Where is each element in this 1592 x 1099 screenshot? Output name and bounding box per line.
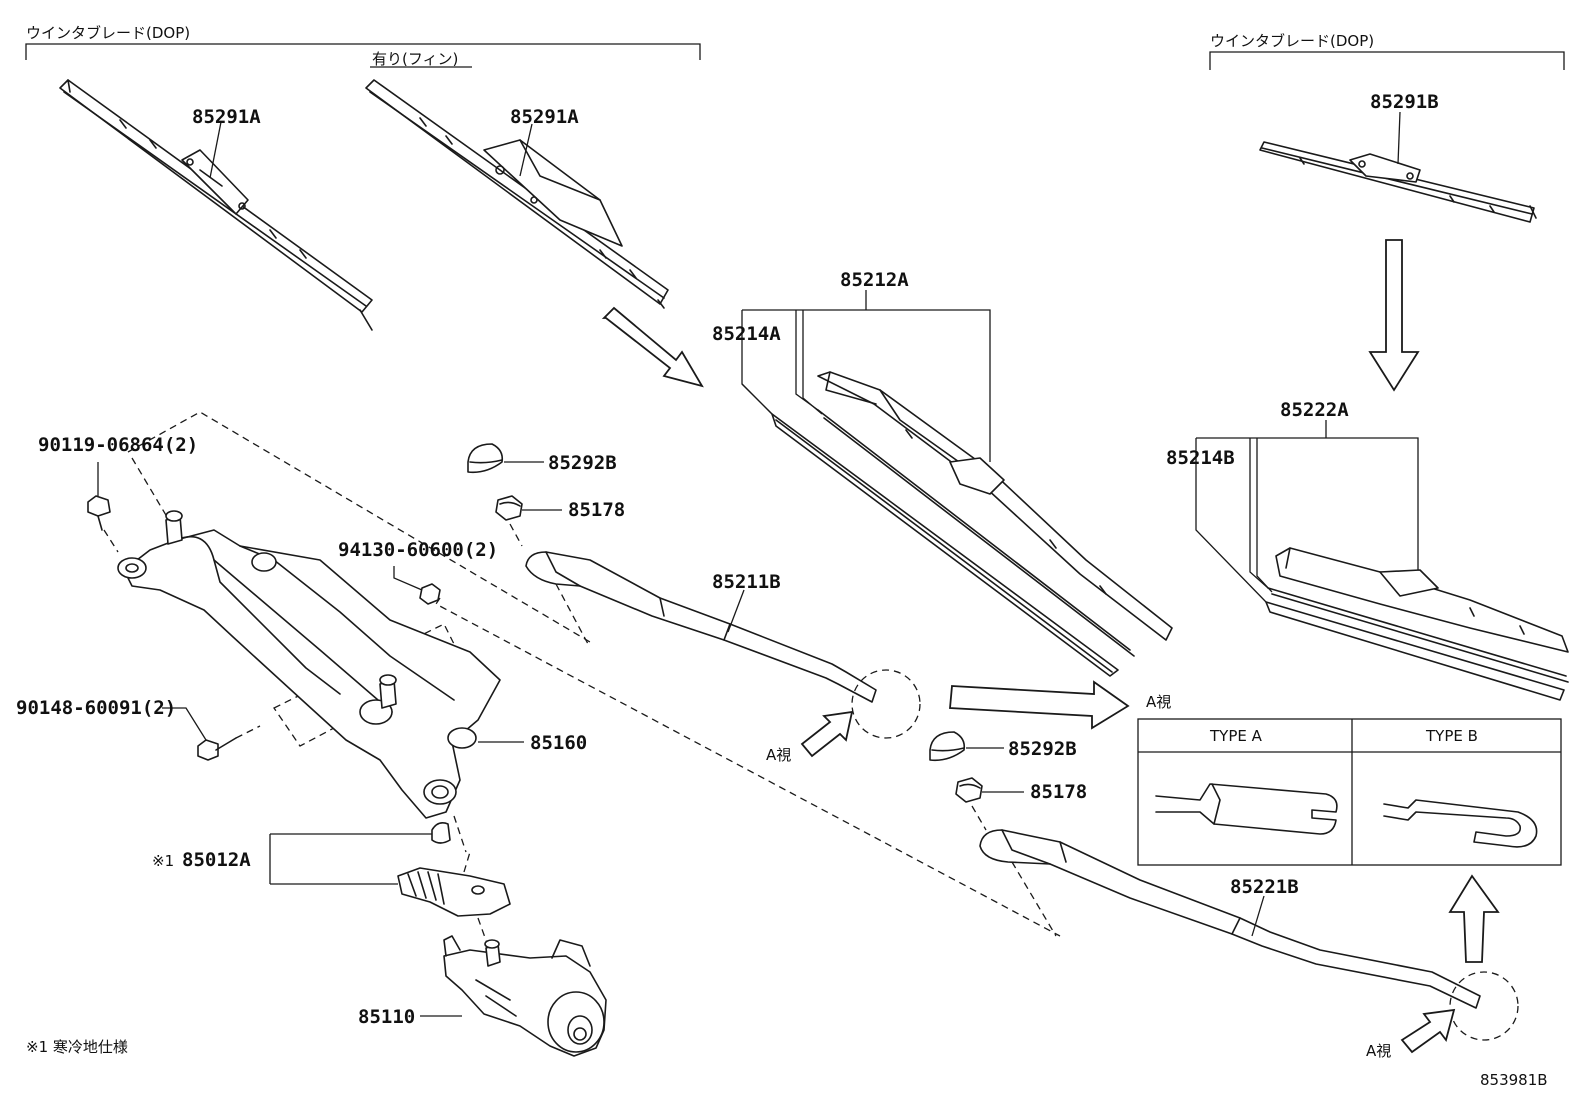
leader-85291A-fin <box>519 123 533 177</box>
rear-blade-85291B <box>1259 141 1537 223</box>
leader-90148 <box>162 707 207 741</box>
leader-85211B <box>727 589 745 633</box>
front-blade-assy-85212A <box>741 290 1173 677</box>
direction-arrow-up <box>1448 874 1500 963</box>
leader-85214A <box>741 383 773 415</box>
fin-variant-label: 有り(フィン) <box>372 50 458 68</box>
bolt-90119-06864 <box>87 495 111 531</box>
rear-blade-assy-85222A <box>1195 420 1569 701</box>
part-label-85291A-fin: 85291A <box>510 106 579 128</box>
leader-85012A <box>269 833 432 885</box>
wiper-motor-85110 <box>443 935 607 1057</box>
leader-85221B <box>1251 895 1265 937</box>
view-a-circle-front <box>851 669 921 739</box>
view-a-detail-table: A視 TYPE A TYPE B <box>1137 693 1562 866</box>
front-blade-group-bracket: ウインタブレード(DOP) 有り(フィン) <box>25 24 701 68</box>
part-mark-85012A: ※1 <box>152 852 174 870</box>
rear-blade-group-label: ウインタブレード(DOP) <box>1210 32 1374 50</box>
part-label-85160: 85160 <box>530 732 587 754</box>
type-a-header: TYPE A <box>1209 727 1263 745</box>
part-label-85221B: 85221B <box>1230 876 1299 898</box>
winter-blade-85291A-fin <box>365 79 669 309</box>
part-label-85211B: 85211B <box>712 571 781 593</box>
view-a-circle-rear <box>1449 971 1519 1041</box>
view-a-label-front: A視 <box>766 746 791 764</box>
part-label-85214B: 85214B <box>1166 447 1235 469</box>
front-wiper-arm-85211B <box>525 551 877 703</box>
part-label-90148: 90148-60091(2) <box>16 697 176 719</box>
view-a-arrow-front <box>800 710 854 758</box>
part-label-85292B-lower: 85292B <box>1008 738 1077 760</box>
direction-arrow-detail <box>949 680 1130 730</box>
nut-94130-60600 <box>419 583 441 605</box>
pivot-cap-85292B-upper <box>467 443 504 474</box>
type-b-header: TYPE B <box>1425 727 1478 745</box>
leader-85291A-left <box>209 121 222 179</box>
part-label-94130: 94130-60600(2) <box>338 539 498 561</box>
part-label-85110: 85110 <box>358 1006 415 1028</box>
leader-94130 <box>393 566 423 591</box>
part-label-85222A: 85222A <box>1280 399 1349 421</box>
direction-arrow-front <box>601 306 704 388</box>
part-label-85291A-left: 85291A <box>192 106 261 128</box>
part-label-85178-lower: 85178 <box>1030 781 1087 803</box>
direction-arrow-rear <box>1368 239 1420 392</box>
winter-blade-85291A-left <box>59 79 373 331</box>
rear-wiper-arm-85221B <box>979 829 1481 1009</box>
part-label-85012A: 85012A <box>182 849 251 871</box>
part-label-85178-upper: 85178 <box>568 499 625 521</box>
part-label-85214A: 85214A <box>712 323 781 345</box>
view-a-detail-title: A視 <box>1146 693 1171 711</box>
diagram-code: 853981B <box>1480 1071 1548 1089</box>
rear-blade-group-bracket: ウインタブレード(DOP) <box>1209 32 1565 70</box>
part-label-90119: 90119-06864(2) <box>38 434 198 456</box>
type-b-arm-tip <box>1383 799 1538 848</box>
part-label-85292B-upper: 85292B <box>548 452 617 474</box>
nut-85178-lower <box>955 777 983 803</box>
footnote-cold-climate: ※1 寒冷地仕様 <box>26 1038 128 1056</box>
leader-85291B <box>1397 111 1401 165</box>
view-a-label-rear: A視 <box>1366 1042 1391 1060</box>
part-label-85291B: 85291B <box>1370 91 1439 113</box>
cold-climate-boot-85012A <box>397 822 511 947</box>
pivot-cap-85292B-lower <box>929 731 966 762</box>
view-a-arrow-rear <box>1400 1008 1456 1054</box>
part-label-85212A: 85212A <box>840 269 909 291</box>
bolt-90148-60091 <box>197 737 237 761</box>
wiper-linkage-85160 <box>117 411 1061 937</box>
nut-85178-upper <box>495 495 523 521</box>
front-blade-group-label: ウインタブレード(DOP) <box>26 24 190 42</box>
type-a-arm-tip <box>1155 783 1338 835</box>
